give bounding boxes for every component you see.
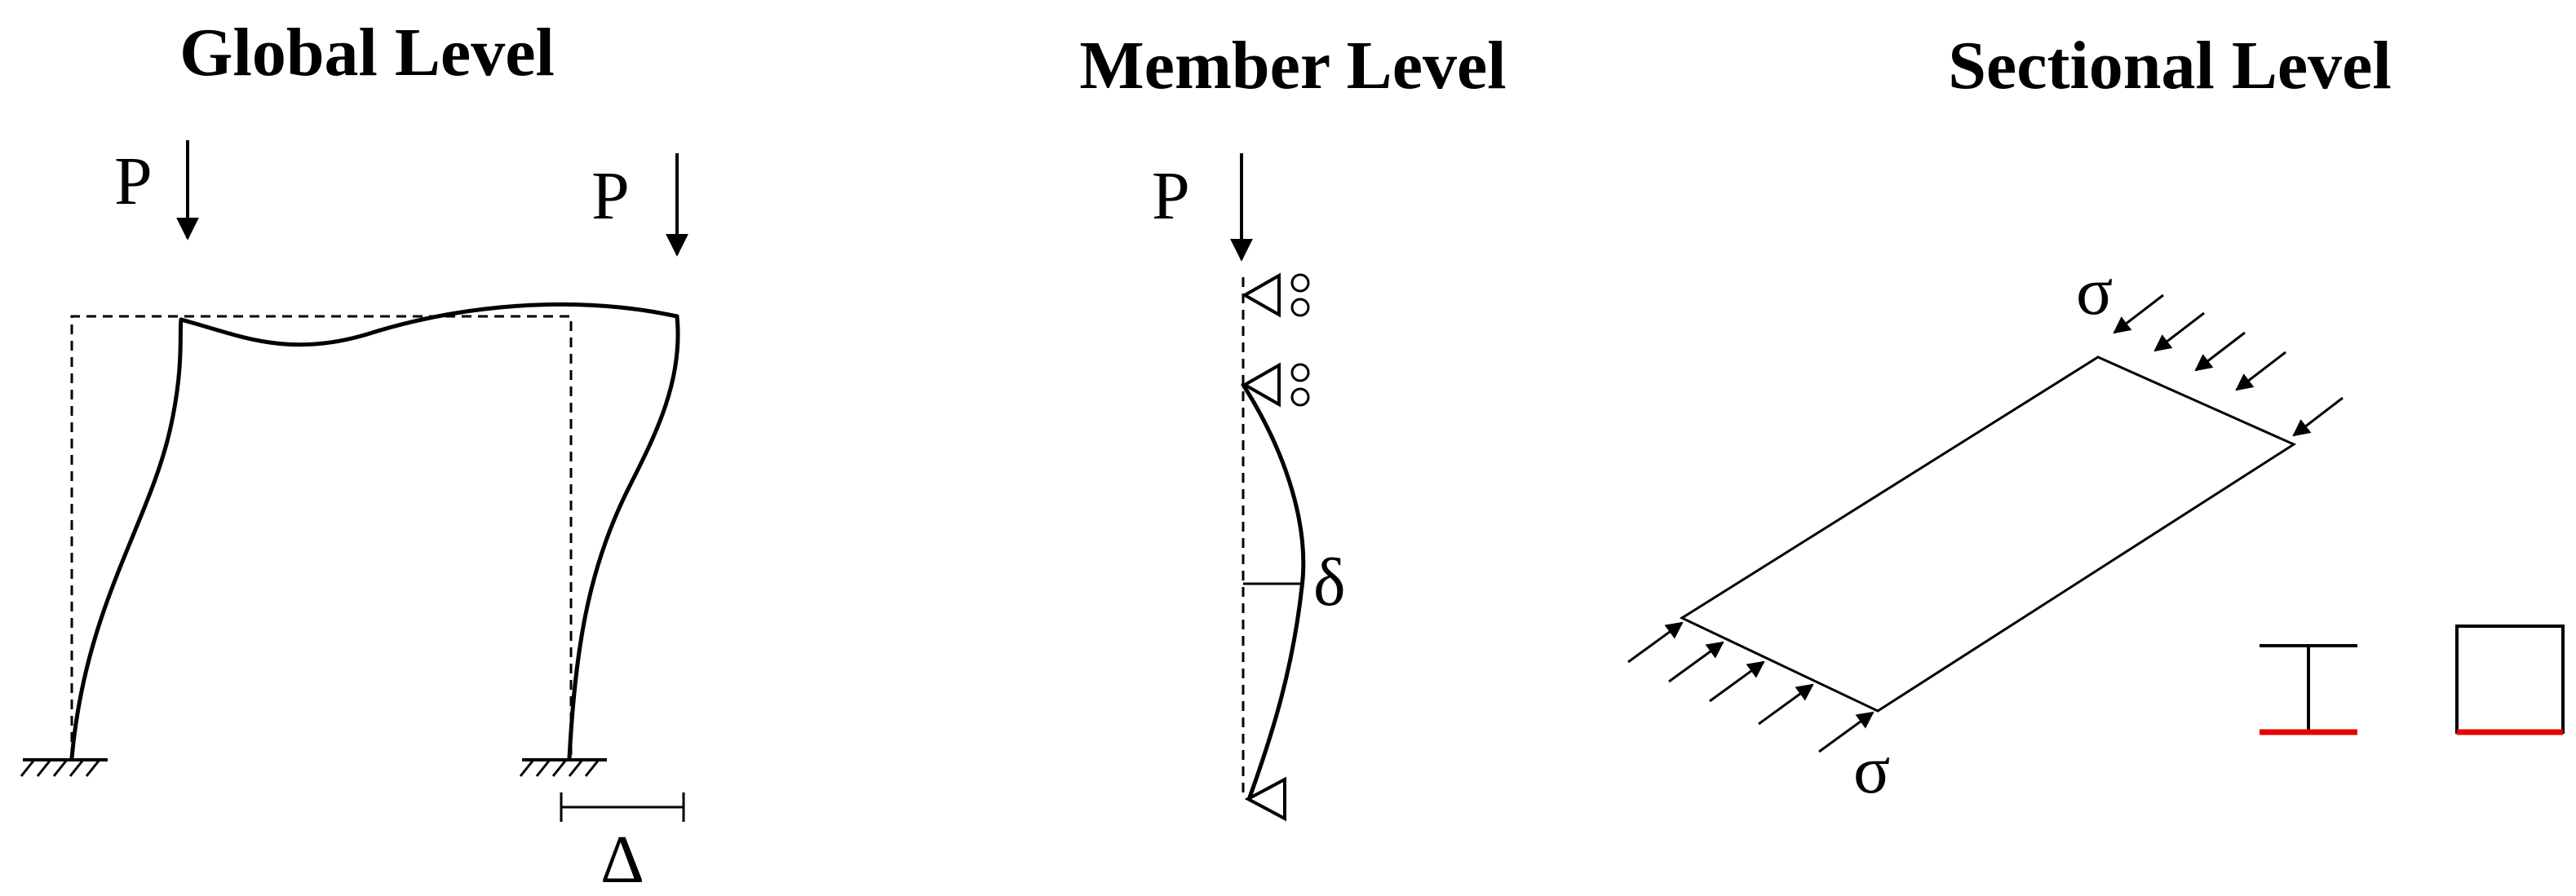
global-level-title: Global Level	[179, 15, 555, 90]
stress-label-top: σ	[2076, 254, 2113, 329]
drift-label: Δ	[600, 822, 644, 896]
deflection-label: δ	[1313, 545, 1346, 620]
plate-element	[1679, 355, 2297, 713]
deformed-beam	[179, 302, 679, 347]
buckled-member	[1241, 382, 1306, 800]
bottom-edge-stress-arrows	[1627, 621, 1874, 753]
undeformed-frame	[70, 315, 573, 758]
load-label-left: P	[114, 143, 153, 219]
top-edge-stress-arrows	[2113, 294, 2344, 437]
deformed-left-column	[69, 317, 184, 761]
global-level-panel: Global Level P P	[20, 15, 688, 896]
roller-support-icon	[1241, 272, 1310, 318]
sectional-level-panel: Sectional Level σ σ	[1627, 28, 2565, 808]
sectional-level-title: Sectional Level	[1948, 28, 2392, 104]
pin-support-icon	[1244, 776, 1286, 822]
member-level-panel: Member Level P δ	[1079, 28, 1507, 822]
i-section-icon	[2260, 644, 2357, 735]
fixed-support-icon	[519, 758, 607, 777]
load-label-right: P	[591, 158, 630, 234]
drift-dimension	[560, 792, 685, 822]
member-load-label: P	[1152, 158, 1190, 234]
fixed-support-icon	[20, 758, 108, 777]
deformed-right-column	[567, 314, 680, 761]
stress-label-bottom: σ	[1853, 732, 1890, 808]
roller-support-icon	[1241, 362, 1310, 408]
box-section-icon	[2455, 625, 2565, 735]
member-level-title: Member Level	[1079, 28, 1506, 104]
